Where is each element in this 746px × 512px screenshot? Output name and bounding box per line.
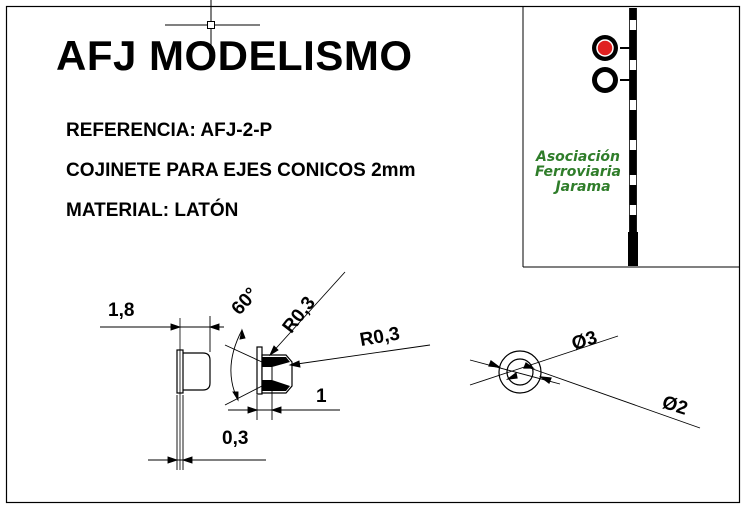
- cursor-crosshair: [165, 0, 260, 60]
- dimension-lines-left: [100, 271, 431, 470]
- logo-line-3: Jarama: [555, 179, 611, 195]
- bearing-front-view: [469, 335, 701, 429]
- dim-thickness: 0,3: [222, 428, 249, 449]
- dim-depth: 1: [316, 386, 327, 407]
- association-logo-text: Asociación Ferroviaria Jarama: [524, 150, 632, 195]
- page-title: AFJ MODELISMO: [56, 32, 413, 79]
- logo-line-1: Asociación: [535, 149, 620, 165]
- bearing-side-view: [176, 318, 211, 470]
- signal-mast-icon: [592, 8, 638, 266]
- bearing-section-view: [256, 346, 293, 395]
- logo-frame: [522, 6, 740, 268]
- logo-line-2: Ferroviaria: [535, 164, 621, 180]
- sheet-border: [5, 5, 741, 504]
- spec-description: COJINETE PARA EJES CONICOS 2mm: [66, 160, 416, 181]
- spec-reference: REFERENCIA: AFJ-2-P: [66, 120, 273, 141]
- dim-flange-width: 1,8: [108, 300, 135, 321]
- spec-material: MATERIAL: LATÓN: [66, 200, 239, 221]
